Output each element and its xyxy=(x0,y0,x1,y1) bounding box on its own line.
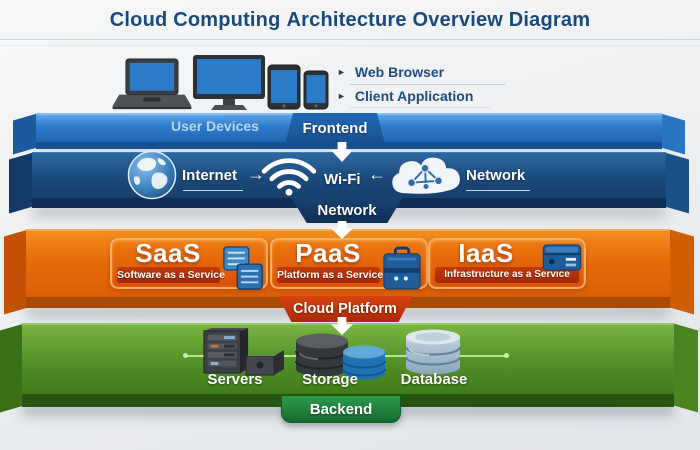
network-node-label: Network xyxy=(466,167,526,184)
web-browser-label: Web Browser xyxy=(354,64,445,80)
monitor-icon xyxy=(192,54,266,110)
paas-abbr: PaaS xyxy=(295,238,361,268)
internet-label: Internet xyxy=(182,167,238,184)
database-icon xyxy=(403,329,463,375)
globe-icon xyxy=(127,150,177,200)
user-devices-label: User Devices xyxy=(171,118,259,134)
saas-abbr: SaaS xyxy=(135,238,201,268)
divider-line-soft xyxy=(0,45,700,46)
iaas-card: IaaS Infrastructure as a Service xyxy=(428,238,586,289)
cloud-network-icon xyxy=(388,151,464,199)
arrow-left-icon: ← xyxy=(368,164,386,184)
database-label: Database xyxy=(400,371,468,388)
client-item-web-browser: ► Web Browser xyxy=(337,64,444,80)
storage-disk-blue-icon xyxy=(341,345,387,380)
servers-label: Servers xyxy=(207,371,263,388)
toolbox-icon xyxy=(382,245,424,291)
smartphone-icon xyxy=(303,70,329,110)
frontend-band-edge xyxy=(36,142,662,149)
server-box-icon xyxy=(243,349,285,376)
internet-underline xyxy=(183,190,243,191)
arrow-right-icon: → xyxy=(247,164,265,184)
tablet-icon xyxy=(267,64,301,110)
connector-dot xyxy=(504,353,509,358)
client-application-label: Client Application xyxy=(354,88,474,104)
laptop-icon xyxy=(110,58,192,112)
iaas-name: Infrastructure as a Service xyxy=(435,267,579,283)
server-stack-icon xyxy=(222,245,264,291)
arrow-bullet-icon: ► xyxy=(337,91,346,101)
storage-label: Storage xyxy=(302,371,358,388)
paas-name: Platform as a Service xyxy=(277,267,384,283)
network-underline xyxy=(466,190,530,191)
backend-tab: Backend xyxy=(281,396,401,423)
backend-band-right-fold xyxy=(672,323,698,413)
paas-card: PaaS Platform as a Service xyxy=(270,238,428,291)
wallet-icon xyxy=(542,242,582,272)
arrow-bullet-icon: ► xyxy=(337,67,346,77)
frontend-band-right-fold xyxy=(659,113,685,155)
connector-dot xyxy=(183,353,188,358)
frontend-tab: Frontend xyxy=(285,113,385,144)
wifi-icon xyxy=(258,155,320,197)
wifi-label: Wi-Fi xyxy=(324,171,361,188)
client-item-client-application: ► Client Application xyxy=(337,88,473,104)
iaas-abbr: IaaS xyxy=(458,238,514,268)
network-band-right-fold xyxy=(663,152,689,214)
saas-name: Software as a Service xyxy=(117,267,225,283)
client-underline xyxy=(350,84,505,85)
client-underline-soft xyxy=(350,107,490,108)
divider-line xyxy=(0,39,700,40)
network-tab: Network xyxy=(291,197,403,223)
storage-disks-icon xyxy=(293,332,351,378)
server-tower-icon xyxy=(201,327,251,375)
saas-card: SaaS Software as a Service xyxy=(110,238,268,291)
page-title-emphasis: Cloud Computing xyxy=(109,9,281,31)
page-title-rest: Architecture Overview Diagram xyxy=(286,9,591,31)
platform-band-right-fold xyxy=(668,229,694,315)
